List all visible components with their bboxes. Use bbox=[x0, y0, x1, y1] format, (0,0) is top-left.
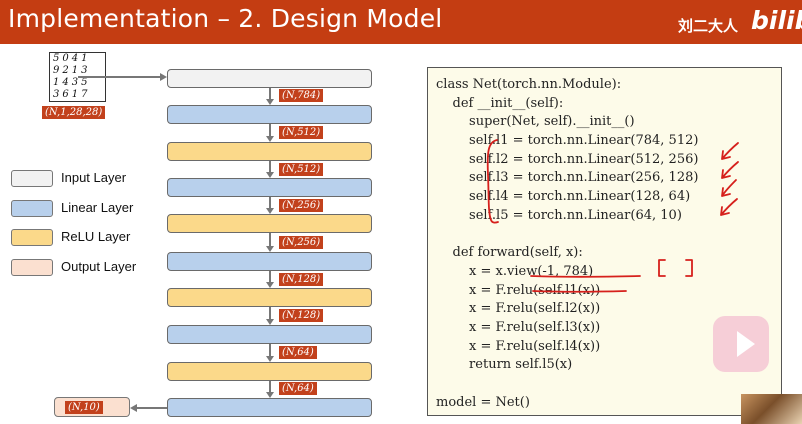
code-line: self.l1 = torch.nn.Linear(784, 512) bbox=[436, 133, 699, 148]
output-shape-tag: (N,10) bbox=[65, 401, 103, 414]
code-line: x = F.relu(self.l3(x)) bbox=[436, 320, 601, 335]
network-layer-relu-3 bbox=[167, 288, 372, 307]
shape-tag: (N,512) bbox=[279, 163, 324, 176]
shape-tag: (N,256) bbox=[279, 236, 324, 249]
shape-tag: (N,128) bbox=[279, 309, 324, 322]
network-layer-relu-1 bbox=[167, 142, 372, 161]
connector-arrow bbox=[266, 136, 274, 142]
legend-label: Linear Layer bbox=[61, 200, 134, 215]
code-line: model = Net() bbox=[436, 395, 530, 410]
connector-arrow bbox=[266, 208, 274, 214]
output-arrow-head bbox=[130, 404, 137, 412]
legend-label: Input Layer bbox=[61, 170, 127, 185]
player-side-button[interactable] bbox=[713, 316, 769, 372]
shape-tag: (N,256) bbox=[279, 199, 324, 212]
connector-line bbox=[269, 344, 271, 356]
legend-label: ReLU Layer bbox=[61, 229, 131, 244]
code-line: x = x.view(-1, 784) bbox=[436, 264, 594, 279]
network-layer-linear-5 bbox=[167, 398, 372, 417]
code-line: self.l5 = torch.nn.Linear(64, 10) bbox=[436, 208, 682, 223]
code-line: x = F.relu(self.l4(x)) bbox=[436, 339, 601, 354]
network-layer-linear-1 bbox=[167, 105, 372, 124]
slide-title: Implementation – 2. Design Model bbox=[8, 4, 443, 33]
shape-tag: (N,64) bbox=[279, 382, 317, 395]
connector-arrow bbox=[266, 356, 274, 362]
code-line: def forward(self, x): bbox=[436, 245, 583, 260]
connector-line bbox=[269, 381, 271, 392]
connector-line bbox=[269, 161, 271, 172]
digit-row: 3617 bbox=[53, 89, 91, 100]
connector-arrow bbox=[266, 282, 274, 288]
input-shape-tag: (N,1,28,28) bbox=[42, 106, 106, 119]
shape-tag: (N,64) bbox=[279, 346, 317, 359]
digit-row: 9213 bbox=[53, 65, 91, 76]
shape-tag: (N,128) bbox=[279, 273, 324, 286]
connector-line bbox=[269, 197, 271, 208]
code-line: x = F.relu(self.l2(x)) bbox=[436, 301, 601, 316]
connector-arrow bbox=[266, 246, 274, 252]
input-arrow-head bbox=[160, 73, 167, 81]
network-layer-linear-4 bbox=[167, 325, 372, 344]
legend-swatch bbox=[11, 229, 53, 246]
title-bar: Implementation – 2. Design Model 刘二大人 bi… bbox=[0, 0, 802, 44]
code-line: return self.l5(x) bbox=[436, 357, 573, 372]
play-icon bbox=[737, 331, 755, 357]
code-line: class Net(torch.nn.Module): bbox=[436, 77, 622, 92]
network-layer-input bbox=[167, 69, 372, 88]
connector-line bbox=[269, 124, 271, 136]
network-layer-relu-2 bbox=[167, 214, 372, 233]
input-arrow-line bbox=[78, 76, 160, 78]
connector-arrow bbox=[266, 172, 274, 178]
legend-swatch bbox=[11, 259, 53, 276]
channel-name: 刘二大人 bbox=[678, 17, 739, 35]
connector-line bbox=[269, 88, 271, 99]
connector-line bbox=[269, 233, 271, 246]
digit-row: 5041 bbox=[53, 53, 91, 64]
output-arrow-line bbox=[137, 407, 167, 409]
connector-line bbox=[269, 271, 271, 282]
legend-label: Output Layer bbox=[61, 259, 137, 274]
code-line: self.l2 = torch.nn.Linear(512, 256) bbox=[436, 152, 699, 167]
code-line: self.l4 = torch.nn.Linear(128, 64) bbox=[436, 189, 691, 204]
code-line: super(Net, self).__init__() bbox=[436, 114, 635, 129]
code-line: self.l3 = torch.nn.Linear(256, 128) bbox=[436, 170, 699, 185]
code-line: def __init__(self): bbox=[436, 96, 564, 111]
shape-tag: (N,512) bbox=[279, 126, 324, 139]
legend-swatch bbox=[11, 200, 53, 217]
code-line: x = F.relu(self.l1(x)) bbox=[436, 283, 601, 298]
legend-swatch bbox=[11, 170, 53, 187]
network-layer-relu-4 bbox=[167, 362, 372, 381]
bilibili-logo: bilibi bbox=[751, 6, 802, 35]
webcam-thumbnail bbox=[741, 394, 802, 424]
digit-row: 1435 bbox=[53, 77, 91, 88]
connector-arrow bbox=[266, 99, 274, 105]
shape-tag: (N,784) bbox=[279, 89, 324, 102]
connector-line bbox=[269, 307, 271, 319]
network-layer-linear-3 bbox=[167, 252, 372, 271]
connector-arrow bbox=[266, 392, 274, 398]
network-layer-linear-2 bbox=[167, 178, 372, 197]
connector-arrow bbox=[266, 319, 274, 325]
